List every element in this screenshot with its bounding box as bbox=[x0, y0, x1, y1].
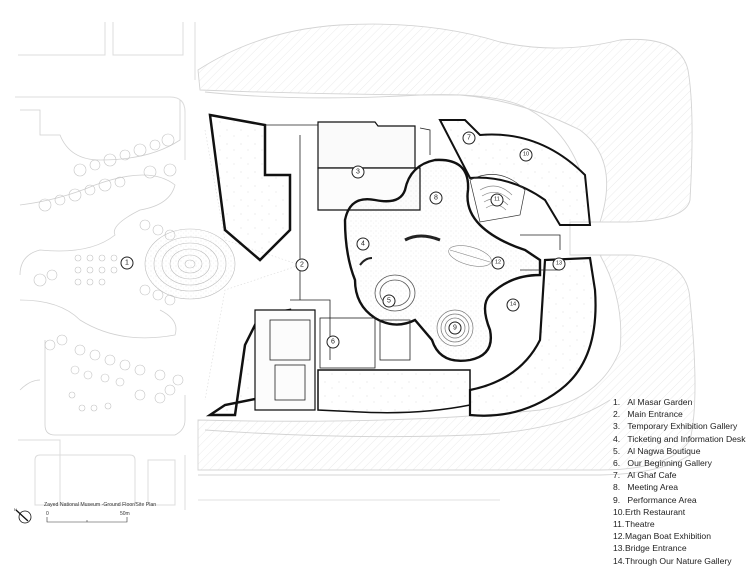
legend-item: 10.Erth Restaurant bbox=[613, 506, 686, 517]
marker-10-erth-restaurant: 10 bbox=[519, 148, 533, 162]
legend-item: 7. Al Ghaf Cafe bbox=[613, 470, 677, 481]
legend-item: 11.Theatre bbox=[613, 519, 655, 530]
legend-item: 12.Magan Boat Exhibition bbox=[613, 531, 711, 542]
legend-item: 14.Through Our Nature Gallery bbox=[613, 555, 732, 566]
theatre-seating bbox=[469, 174, 526, 223]
scale-start-label: 0 bbox=[46, 511, 49, 517]
site-plan-drawing: N bbox=[14, 22, 696, 524]
boutique-ring bbox=[374, 274, 416, 312]
marker-13-bridge-entrance: 13 bbox=[552, 257, 566, 271]
marker-14-nature-gallery: 14 bbox=[506, 298, 520, 312]
legend-item: 9. Performance Area bbox=[613, 494, 697, 505]
north-arrow-icon: N bbox=[14, 507, 32, 524]
scale-end-label: 50m bbox=[120, 511, 130, 517]
marker-9-performance-area: 9 bbox=[448, 321, 462, 335]
garden-landscape bbox=[19, 100, 186, 436]
legend-item: 3. Temporary Exhibition Gallery bbox=[613, 421, 738, 432]
marker-6-our-beginning: 6 bbox=[326, 335, 340, 349]
scale-bar bbox=[46, 517, 128, 523]
marker-11-theatre: 11 bbox=[490, 193, 504, 207]
legend-item: 6. Our Beginning Gallery bbox=[613, 458, 712, 469]
interior-walls bbox=[265, 124, 561, 401]
marker-3-temporary-exhibition: 3 bbox=[351, 165, 365, 179]
boat-ellipse bbox=[448, 245, 492, 267]
marker-7-cafe: 7 bbox=[462, 131, 476, 145]
road-outlines bbox=[15, 22, 196, 510]
garden-trees bbox=[33, 133, 184, 412]
svg-text:N: N bbox=[14, 507, 17, 512]
marker-12-magan-boat: 12 bbox=[491, 256, 505, 270]
marker-8-meeting-area: 8 bbox=[429, 191, 443, 205]
legend-item: 2. Main Entrance bbox=[613, 409, 683, 420]
legend-item: 1. Al Masar Garden bbox=[613, 397, 693, 407]
drawing-caption: Zayed National Museum -Ground Floor/Site… bbox=[44, 502, 157, 508]
legend: 1. Al Masar Garden 2. Main Entrance 3. T… bbox=[613, 396, 746, 567]
marker-5-boutique: 5 bbox=[382, 294, 396, 308]
marker-1-al-masar-garden: 1 bbox=[120, 256, 134, 270]
legend-item: 8. Meeting Area bbox=[613, 482, 679, 493]
legend-item: 5. Al Nagwa Boutique bbox=[613, 445, 701, 456]
building-footprint bbox=[205, 113, 597, 417]
legend-item: 13.Bridge Entrance bbox=[613, 543, 687, 554]
legend-item: 4. Ticketing and Information Desk bbox=[613, 433, 746, 444]
water-landscape-band bbox=[197, 23, 696, 501]
entrance-plaza bbox=[144, 129, 301, 401]
marker-2-main-entrance: 2 bbox=[295, 258, 309, 272]
marker-4-ticketing: 4 bbox=[356, 237, 370, 251]
